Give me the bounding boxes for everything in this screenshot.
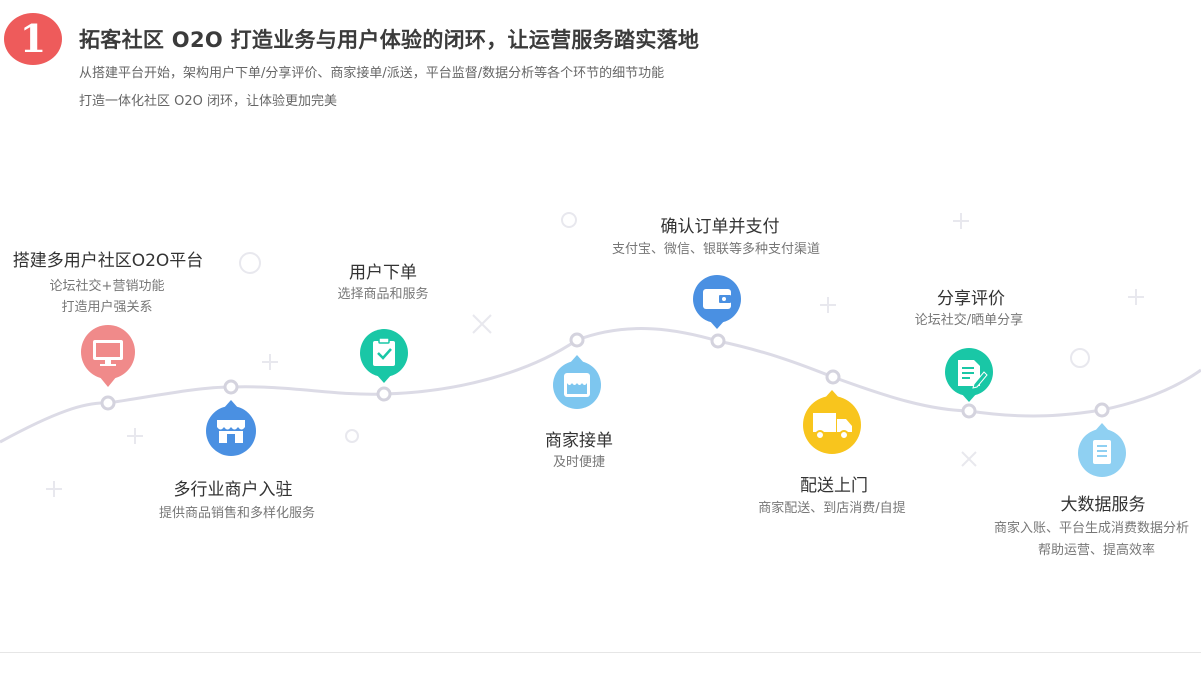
- stage-pay-title: 确认订单并支付: [660, 217, 780, 237]
- deco-plus: [953, 213, 969, 229]
- deco-circle: [1070, 348, 1090, 368]
- section-subtitle-line-1: 从搭建平台开始，架构用户下单/分享评价、商家接单/派送，平台监督/数据分析等各个…: [79, 66, 665, 81]
- deco-circle: [239, 252, 261, 274]
- clipboard-check-icon: [360, 329, 408, 383]
- deco-circle: [345, 429, 359, 443]
- wallet-icon: [693, 275, 741, 329]
- flow-node-bigdata: [1094, 402, 1110, 418]
- flow-node-accept: [569, 332, 585, 348]
- stage-bigdata-desc-clip: 商家入账、平台生成消费数据分析 帮助运营、提高效率: [994, 518, 1201, 566]
- flow-node-delivery: [825, 369, 841, 385]
- stage-delivery-title: 配送上门: [800, 476, 868, 496]
- flow-node-review: [961, 403, 977, 419]
- flow-node-pay: [710, 333, 726, 349]
- stage-merchant-title: 多行业商户入驻: [173, 480, 293, 500]
- store-awning-icon: [553, 355, 601, 409]
- stage-review-desc: 论坛社交/晒单分享: [914, 313, 1024, 328]
- stage-delivery-desc: 商家配送、到店消费/自提: [758, 501, 906, 516]
- deco-cross: [961, 451, 977, 467]
- stage-platform-desc-line-2: 打造用户强关系: [61, 300, 153, 315]
- database-icon: [1078, 423, 1126, 477]
- section-divider: [0, 652, 1201, 653]
- flow-curve: [0, 327, 1201, 444]
- deco-plus: [820, 297, 836, 313]
- step-number-badge: 1: [4, 13, 62, 65]
- flow-nodes: [100, 332, 1110, 419]
- stage-accept-title: 商家接单: [545, 431, 613, 451]
- stage-platform-desc-line-1: 论坛社交+营销功能: [49, 279, 165, 294]
- flow-node-platform: [100, 395, 116, 411]
- stage-bigdata-title: 大数据服务: [1060, 495, 1146, 515]
- flow-node-merchant: [223, 379, 239, 395]
- stage-platform-title: 搭建多用户社区O2O平台: [12, 251, 204, 271]
- deco-plus: [1128, 289, 1144, 305]
- section-title: 拓客社区 O2O 打造业务与用户体验的闭环，让运营服务踏实落地: [79, 28, 700, 52]
- truck-icon: [803, 390, 861, 454]
- flow-node-order: [376, 386, 392, 402]
- stage-bigdata-desc-line-1: 商家入账、平台生成消费数据分析: [994, 521, 1190, 536]
- shop-icon: [206, 400, 256, 456]
- deco-plus: [127, 428, 143, 444]
- stage-review-title: 分享评价: [937, 289, 1005, 309]
- stage-merchant-desc: 提供商品销售和多样化服务: [158, 506, 316, 521]
- deco-cross: [472, 314, 492, 334]
- stage-order-desc: 选择商品和服务: [337, 287, 429, 302]
- deco-plus: [262, 354, 278, 370]
- document-pen-icon: [945, 348, 993, 402]
- section-subtitle-line-2: 打造一体化社区 O2O 闭环，让体验更加完美: [79, 94, 338, 109]
- deco-plus: [46, 481, 62, 497]
- monitor-icon: [81, 325, 135, 387]
- deco-circle: [561, 212, 577, 228]
- stage-pay-desc: 支付宝、微信、银联等多种支付渠道: [611, 242, 821, 257]
- stage-platform-desc: 论坛社交+营销功能 打造用户强关系: [50, 276, 165, 318]
- stage-accept-desc: 及时便捷: [552, 455, 606, 470]
- stage-order-title: 用户下单: [349, 263, 417, 283]
- stage-bigdata-desc-line-2: 帮助运营、提高效率: [1038, 543, 1156, 558]
- background-decorations: [46, 212, 1144, 497]
